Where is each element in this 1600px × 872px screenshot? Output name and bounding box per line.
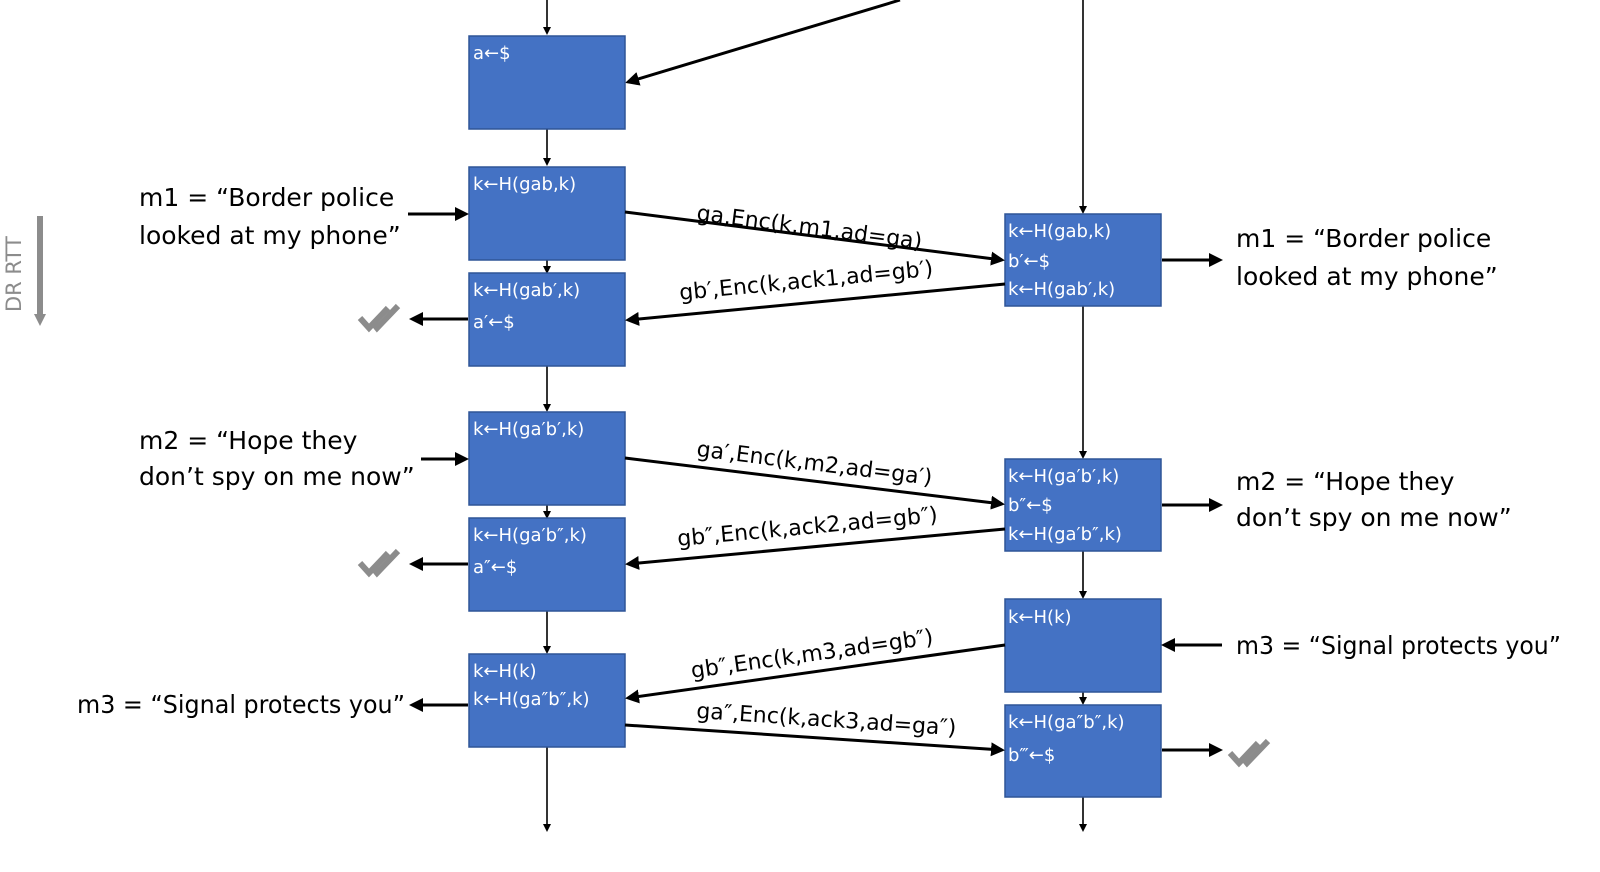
message-text-5: gb″,Enc(k,m3,ad=gb″) [689, 625, 935, 684]
m2-right-label-line-1: m2 = “Hope they [1236, 467, 1455, 496]
alice-box-3-line-2: a′←$ [473, 312, 515, 333]
alice-box-3-line-1: k←H(gab′,k) [473, 280, 580, 301]
alice-box-5-line-1: k←H(ga′b″,k) [473, 525, 587, 546]
m2-left-label-line-1: m2 = “Hope they [139, 426, 358, 455]
m1-left-label-line-2: looked at my phone” [139, 221, 401, 250]
m3-left-label: m3 = “Signal protects you” [77, 690, 405, 719]
bob-box-1: k←H(gab,k) b′←$ k←H(gab′,k) [1004, 213, 1162, 307]
bob-box-2-line-1: k←H(ga′b′,k) [1008, 466, 1119, 487]
bob-box-2: k←H(ga′b′,k) b″←$ k←H(ga′b″,k) [1004, 458, 1162, 552]
alice-box-5-line-2: a″←$ [473, 557, 517, 578]
rtt-label: DR RTT [2, 236, 26, 312]
message-text-1: ga,Enc(k,m1,ad=ga) [695, 201, 923, 255]
bob-box-1-line-3: k←H(gab′,k) [1008, 279, 1115, 300]
message-arrow-6 [624, 723, 1005, 757]
m1-left-label-line-1: m1 = “Border police [139, 183, 394, 212]
bob-box-2-line-3: k←H(ga′b″,k) [1008, 524, 1122, 545]
m3-right-label: m3 = “Signal protects you” [1236, 631, 1561, 660]
m2-left-label-line-2: don’t spy on me now” [139, 462, 415, 491]
alice-box-3: k←H(gab′,k) a′←$ [468, 272, 626, 367]
message-arrow-4 [625, 527, 1006, 570]
bob-box-3-line-1: k←H(k) [1008, 607, 1072, 628]
message-text-3: ga′,Enc(k,m2,ad=ga′) [695, 437, 933, 491]
alice-box-4: k←H(ga′b′,k) [468, 411, 626, 506]
alice-box-6-line-2: k←H(ga″b″,k) [473, 689, 590, 710]
bob-box-4: k←H(ga″b″,k) b‴←$ [1004, 704, 1162, 798]
incoming-initial-arrow [625, 0, 901, 86]
m1-right-label-line-1: m1 = “Border police [1236, 224, 1491, 253]
message-text-4: gb″,Enc(k,ack2,ad=gb″) [676, 503, 939, 552]
double-check-icon [1227, 738, 1271, 768]
bob-box-3: k←H(k) [1004, 598, 1162, 693]
double-check-icon [357, 548, 401, 578]
message-text-6: ga″,Enc(k,ack3,ad=ga″) [696, 699, 957, 741]
message-arrow-1 [624, 210, 1005, 266]
bob-box-1-line-1: k←H(gab,k) [1008, 221, 1111, 242]
bob-box-4-line-1: k←H(ga″b″,k) [1008, 712, 1125, 733]
alice-box-1-line-1: a←$ [473, 43, 511, 64]
double-check-icon [357, 303, 401, 333]
alice-box-5: k←H(ga′b″,k) a″←$ [468, 517, 626, 612]
m1-right-label-line-2: looked at my phone” [1236, 262, 1498, 291]
alice-box-2: k←H(gab,k) [468, 166, 626, 261]
alice-box-6-line-1: k←H(k) [473, 661, 537, 682]
bob-box-4-line-2: b‴←$ [1008, 745, 1055, 766]
message-arrow-5 [625, 643, 1006, 704]
message-arrow-3 [624, 456, 1005, 510]
alice-box-4-line-1: k←H(ga′b′,k) [473, 419, 584, 440]
alice-box-2-line-1: k←H(gab,k) [473, 174, 576, 195]
rtt-indicator: DR RTT [2, 216, 46, 326]
bob-box-2-line-2: b″←$ [1008, 495, 1053, 516]
message-arrow-2 [625, 282, 1006, 326]
alice-box-1: a←$ [468, 35, 626, 130]
m2-right-label-line-2: don’t spy on me now” [1236, 503, 1512, 532]
alice-box-6: k←H(k) k←H(ga″b″,k) [468, 653, 626, 748]
message-text-2: gb′,Enc(k,ack1,ad=gb′) [678, 257, 934, 306]
bob-box-1-line-2: b′←$ [1008, 251, 1050, 272]
